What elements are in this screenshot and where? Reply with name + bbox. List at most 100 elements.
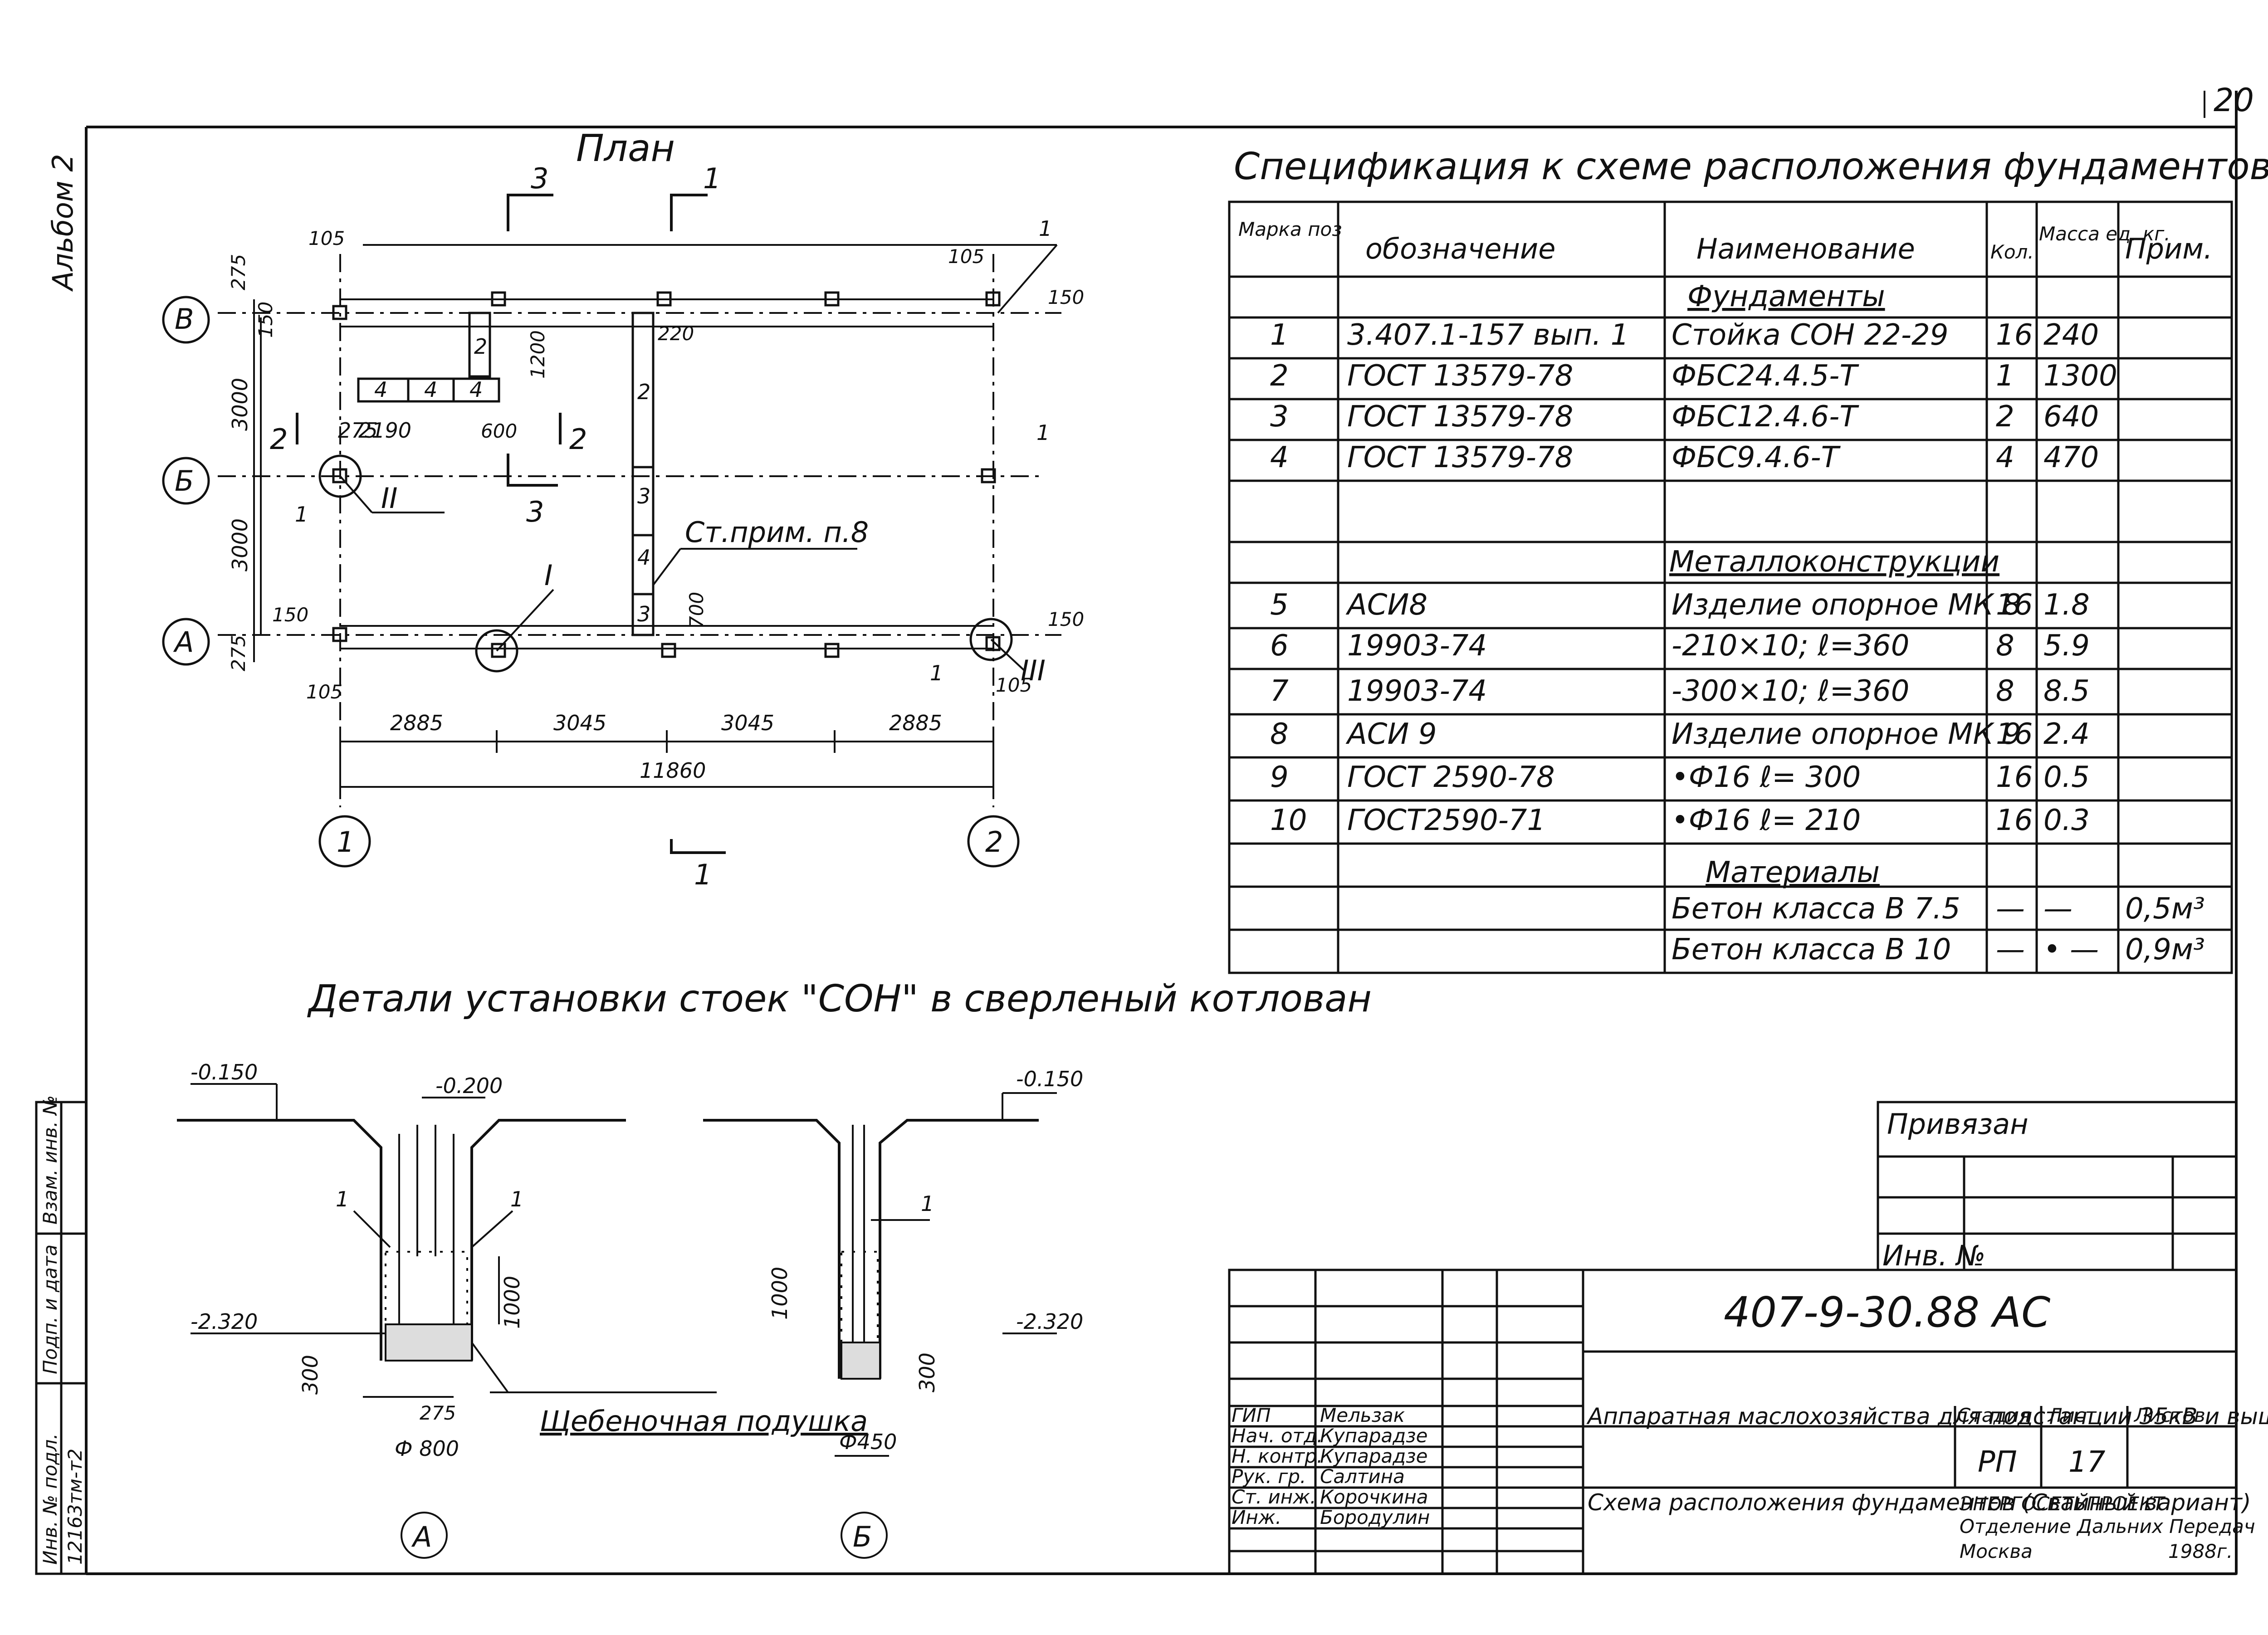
spec-cell-pos: 3 bbox=[1270, 400, 1289, 434]
svg-text:600: 600 bbox=[481, 420, 517, 442]
svg-text:2: 2 bbox=[985, 825, 1003, 859]
svg-text:III: III bbox=[1021, 654, 1046, 687]
axis-bubble-b: Б bbox=[162, 457, 210, 505]
svg-text:3: 3 bbox=[526, 495, 544, 528]
spec-cell-qty: 16 bbox=[1996, 318, 2033, 352]
spec-cell-pos: 8 bbox=[1270, 717, 1289, 751]
foundation-marks: 4 4 4 2 2 3 4 3 1 1 1 1 bbox=[295, 216, 1052, 685]
plan-outline bbox=[253, 244, 1058, 662]
svg-text:12163тм-т2: 12163тм-т2 bbox=[64, 1449, 86, 1565]
plan-callouts: I II III Ст.прим. п.8 bbox=[339, 475, 1046, 687]
staff-name: Купарадзе bbox=[1320, 1425, 1427, 1447]
spec-cell-code: АСИ 9 bbox=[1345, 717, 1437, 751]
spec-cell-pos: 9 bbox=[1270, 761, 1289, 794]
svg-text:2885: 2885 bbox=[889, 711, 942, 735]
staff-row: Ст. инж.Корочкина bbox=[1232, 1486, 1428, 1508]
svg-text:Щебеночная подушка: Щебеночная подушка bbox=[540, 1405, 868, 1438]
svg-text:3045: 3045 bbox=[721, 711, 774, 735]
spec-cell-name: ФБС24.4.5-Т bbox=[1672, 359, 1859, 393]
staff-role: Нач. отд. bbox=[1232, 1425, 1323, 1447]
spec-cell-qty: 16 bbox=[1996, 588, 2033, 622]
spec-cell-mass: 470 bbox=[2043, 441, 2099, 474]
spec-header: Марка поз обозначение Наименование Кол. … bbox=[1238, 218, 2213, 265]
svg-text:150: 150 bbox=[1048, 286, 1084, 308]
spec-cell-name: •Ф16 ℓ= 210 bbox=[1672, 804, 1861, 837]
svg-text:1988г.: 1988г. bbox=[2168, 1540, 2233, 1562]
svg-text:обозначение: обозначение bbox=[1365, 232, 1555, 265]
svg-text:105: 105 bbox=[306, 681, 342, 703]
spec-table: Спецификация к схеме расположения фундам… bbox=[1228, 145, 2268, 974]
spec-cell-mass: 640 bbox=[2043, 400, 2099, 434]
svg-text:А: А bbox=[411, 1520, 432, 1553]
svg-text:Ф 800: Ф 800 bbox=[395, 1436, 459, 1461]
details-title: Детали установки стоек "СОН" в сверленый… bbox=[307, 977, 1372, 1020]
spec-cell-code: 3.407.1-157 вып. 1 bbox=[1347, 318, 1629, 352]
spec-cell-mass: 8.5 bbox=[2043, 674, 2090, 708]
spec-grid bbox=[1228, 200, 2233, 974]
spec-cell-name: -300×10; ℓ=360 bbox=[1672, 674, 1909, 708]
spec-title: Спецификация к схеме расположения фундам… bbox=[1234, 145, 2268, 188]
svg-text:Привязан: Привязан bbox=[1887, 1108, 2028, 1141]
svg-text:А: А bbox=[173, 625, 194, 659]
spec-cell-pos: 7 bbox=[1270, 674, 1289, 708]
page-number: 20 bbox=[2214, 82, 2254, 119]
plan-dimension-lines bbox=[260, 317, 994, 798]
spec-row: Бетон класса В 7.5——0,5м³ bbox=[1672, 892, 2205, 926]
svg-text:3000: 3000 bbox=[228, 518, 252, 571]
svg-text:II: II bbox=[381, 482, 398, 515]
spec-cell-qty: 16 bbox=[1996, 761, 2033, 794]
axis-bubble-1: 1 bbox=[318, 815, 371, 868]
svg-text:-2.320: -2.320 bbox=[191, 1309, 258, 1334]
svg-text:Аппаратная маслохозяйства для: Аппаратная маслохозяйства для подстанции… bbox=[1586, 1403, 2268, 1430]
svg-text:3: 3 bbox=[637, 484, 650, 508]
axis-bubble-v: В bbox=[162, 296, 210, 344]
svg-text:Листов: Листов bbox=[2133, 1404, 2205, 1426]
svg-text:Подп. и дата: Подп. и дата bbox=[39, 1245, 61, 1374]
svg-text:-0.200: -0.200 bbox=[435, 1074, 503, 1098]
svg-text:1: 1 bbox=[930, 661, 943, 685]
svg-text:Металлоконструкции: Металлоконструкции bbox=[1669, 545, 1999, 579]
spec-cell-code: ГОСТ2590-71 bbox=[1347, 804, 1545, 837]
spec-cell-note: 0,9м³ bbox=[2125, 933, 2205, 966]
svg-text:275: 275 bbox=[338, 418, 378, 443]
svg-text:1: 1 bbox=[337, 825, 354, 859]
spec-cell-qty: 16 bbox=[1996, 804, 2033, 837]
svg-text:1: 1 bbox=[1039, 216, 1052, 241]
svg-text:3000: 3000 bbox=[228, 378, 252, 431]
detail-b: -0.150 -2.320 1000 300 Ф450 1 Б bbox=[703, 1067, 1083, 1559]
svg-text:275: 275 bbox=[227, 635, 249, 671]
svg-text:Стадия: Стадия bbox=[1957, 1404, 2030, 1426]
staff-role: Инж. bbox=[1232, 1506, 1281, 1528]
svg-text:Инв. №: Инв. № bbox=[1882, 1239, 1985, 1272]
spec-cell-mass: 5.9 bbox=[2043, 629, 2090, 663]
spec-cell-code: ГОСТ 13579-78 bbox=[1347, 441, 1573, 474]
spec-cell-qty: 2 bbox=[1996, 400, 2014, 434]
svg-text:РП: РП bbox=[1978, 1445, 2017, 1479]
spec-cell-pos: 10 bbox=[1270, 804, 1307, 837]
spec-cell-pos: 1 bbox=[1270, 318, 1289, 352]
foundation-blocks bbox=[357, 312, 655, 636]
staff-row: Н. контр.Купарадзе bbox=[1232, 1445, 1427, 1467]
detail-a: -0.150 -0.200 -2.320 1000 300 275 Ф 800 … bbox=[177, 1060, 868, 1559]
spec-cell-name: ФБС12.4.6-Т bbox=[1672, 400, 1859, 434]
svg-text:Марка поз: Марка поз bbox=[1238, 218, 1342, 240]
title-block: Привязан Инв. № 407-9-30.88 АС Аппаратна… bbox=[1228, 1101, 2268, 1575]
svg-text:Ст.прим. п.8: Ст.прим. п.8 bbox=[685, 516, 869, 549]
spec-cell-mass: 0.3 bbox=[2043, 804, 2090, 837]
album-label: Альбом 2 bbox=[46, 154, 79, 292]
spec-cell-pos: 6 bbox=[1270, 629, 1289, 663]
plan-drawing: План В Б А bbox=[162, 127, 1084, 891]
spec-cell-name: -210×10; ℓ=360 bbox=[1672, 629, 1909, 663]
spec-cell-pos: 2 bbox=[1270, 359, 1289, 393]
svg-text:150: 150 bbox=[272, 604, 308, 626]
